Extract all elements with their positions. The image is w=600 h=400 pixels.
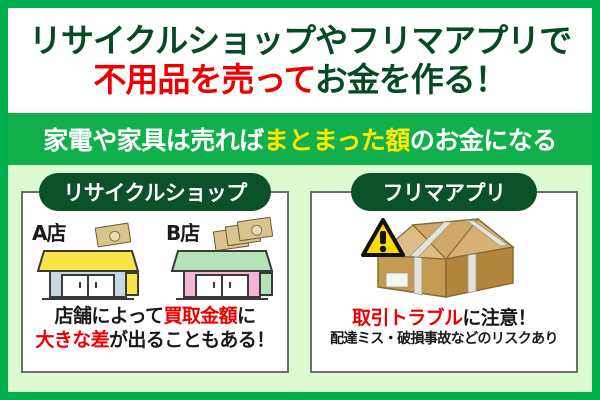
panels-area: リサイクルショップ A店 bbox=[8, 165, 592, 392]
caption-plain-b: に bbox=[237, 305, 256, 327]
banknote-icon bbox=[236, 216, 274, 242]
caption-red-b: 大きな差 bbox=[35, 328, 109, 351]
caption-plain-a: に注意！ bbox=[462, 307, 536, 329]
caption-red-a: 買取金額 bbox=[163, 305, 238, 327]
caption-line-1: 取引トラブルに注意！ bbox=[310, 307, 578, 331]
panel-recycle-shop-caption: 店舗によって買取金額に 大きな差が出ることもある！ bbox=[21, 305, 289, 353]
shop-unit-b: B店 bbox=[162, 216, 282, 302]
cardboard-box-icon bbox=[376, 218, 515, 298]
shop-unit-a: A店 bbox=[28, 217, 148, 302]
subtitle-text: 家電や家具は売ればまとまった額のお金になる bbox=[43, 121, 557, 157]
caption-line-2: 大きな差が出ることもある！ bbox=[21, 329, 289, 353]
shop-a-building-icon bbox=[36, 250, 140, 300]
subtitle-part-2: のお金になる bbox=[409, 126, 558, 155]
shop-a-label: A店 bbox=[32, 221, 66, 245]
page-title-line-2: 不用品を売ってお金を作る！ bbox=[93, 59, 508, 99]
package-illustration-group bbox=[310, 217, 578, 302]
caption-plain-a: 店舗によって bbox=[54, 305, 164, 327]
panel-flea-market-app-caption: 取引トラブルに注意！ 配達ミス・破損事故などのリスクあり bbox=[310, 307, 578, 348]
shop-b-label: B店 bbox=[166, 221, 200, 245]
subtitle-part-1: 家電や家具は売れば bbox=[43, 126, 264, 155]
page-title-green-part: お金を作る！ bbox=[314, 59, 508, 99]
page-title-line-1: リサイクルショップやフリマアプリで bbox=[28, 20, 572, 60]
shop-b-building-icon bbox=[170, 250, 274, 300]
subtitle-band: 家電や家具は売ればまとまった額のお金になる bbox=[8, 113, 592, 165]
header-section: リサイクルショップやフリマアプリで 不用品を売ってお金を作る！ bbox=[8, 8, 592, 113]
caption-plain-c: が出ることもある！ bbox=[109, 328, 275, 351]
shop-comparison-row: A店 B店 bbox=[21, 216, 289, 302]
subtitle-highlight: まとまった額 bbox=[263, 126, 411, 155]
warning-triangle-icon bbox=[361, 218, 405, 257]
panel-recycle-shop-title: リサイクルショップ bbox=[39, 173, 271, 211]
panel-flea-market-app-title: フリマアプリ bbox=[351, 173, 537, 211]
caption-line-2: 配達ミス・破損事故などのリスクあり bbox=[330, 330, 558, 347]
caption-line-1: 店舗によって買取金額に bbox=[21, 305, 289, 329]
banknote-icon bbox=[94, 222, 132, 248]
page-title-red-part: 不用品を売って bbox=[93, 59, 315, 99]
caption-red-a: 取引トラブル bbox=[351, 307, 463, 329]
